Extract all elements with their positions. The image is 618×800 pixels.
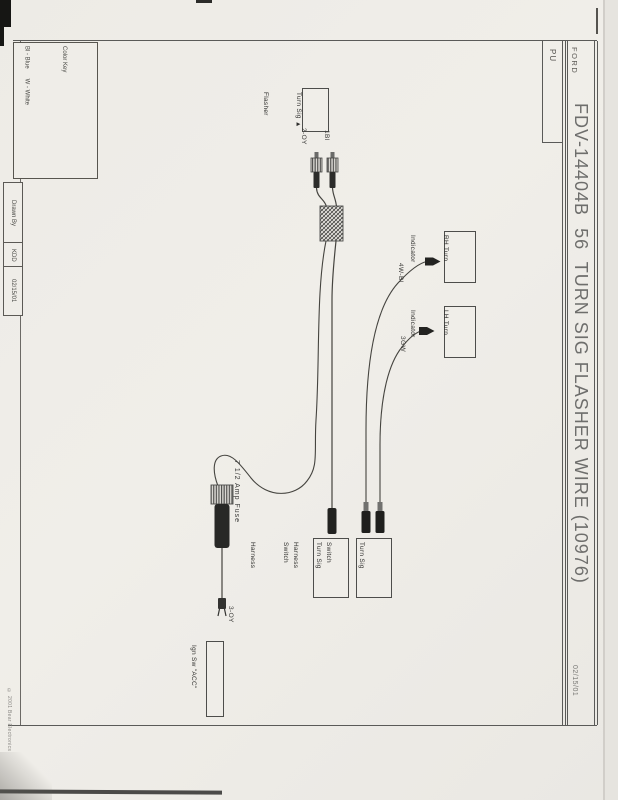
ignition-switch-acc-box: Ign Sw "ACC" [190, 641, 224, 717]
turn-sig-flasher-box: Turn Sig ► Flasher [262, 88, 329, 132]
color-key-legend: Color Key Bl - Blue W - White G - Green … [13, 42, 98, 179]
flasher-connector-right [326, 152, 339, 188]
drawn-by-date-cell: 02/15/01 [3, 266, 23, 316]
ign-switch-line: Ign Sw "ACC" [190, 645, 197, 689]
title-strip-line-1 [562, 41, 563, 725]
sheet-top-border [13, 40, 597, 41]
wire-flasher-left [315, 187, 328, 208]
sheet-right-border-inner [593, 41, 595, 725]
rh-indicator-line2: Indicator [409, 235, 416, 263]
wire-splice-to-fuse [213, 240, 327, 494]
lh-indicator-line1: LH Turn [442, 310, 449, 336]
scan-artifact-corner [0, 0, 11, 27]
flasher-connector-left [310, 152, 323, 188]
sheet-left-border [20, 41, 21, 725]
turn-sig-flasher-line2: Flasher [262, 92, 269, 116]
ignition-terminal [217, 598, 227, 617]
scan-artifact-top-tick [196, 0, 212, 3]
harness-left-line3: Harness [249, 542, 256, 569]
rh-turn-indicator-box: RH Turn Indicator [409, 231, 476, 283]
company-name: FORD [570, 47, 579, 75]
drawn-by-label-cell: Drawn By [3, 182, 23, 244]
harness-left-line1: Turn Sig [315, 542, 322, 569]
fuse-holder [210, 484, 234, 548]
drawn-by-initials-cell: KDD [3, 242, 23, 268]
indicator-branch-connector-lh [375, 502, 385, 533]
lh-indicator-line2: Indicator [409, 310, 416, 338]
title-block-date: 02/15/01 [571, 665, 578, 697]
turn-sig-flasher-line1: Turn Sig ► [295, 92, 302, 129]
wire-splice-to-harness [331, 240, 337, 509]
turn-sig-switch-harness-box-left: Turn Sig Switch Harness [249, 538, 349, 598]
paper-right-edge [603, 0, 605, 800]
harness-right-line2: Switch [325, 542, 332, 563]
tape-splice [319, 205, 344, 242]
wire-flasher-right [331, 187, 338, 208]
rh-indicator-line1: RH Turn [442, 235, 449, 262]
title-strip-line-3 [567, 41, 568, 725]
title-strip-line-2 [564, 41, 566, 725]
legend-line: Color Key [61, 46, 67, 73]
legend-line: Bl - Blue W - White [23, 46, 30, 106]
harness-right-line1: Turn Sig [358, 542, 365, 569]
harness-left-line2: Switch [282, 542, 289, 563]
wire-to-lh-indicator [379, 330, 422, 502]
scan-artifact-right-tick [596, 8, 598, 34]
vehicle-code-box: PU [542, 41, 563, 143]
wire-label-3-oy: 3-OY [227, 606, 234, 623]
turn-sig-switch-harness-box-right: Turn Sig Switch Harness [292, 538, 392, 598]
fuse-label: 7 1/2 Amp Fuse [233, 460, 240, 524]
harness-terminal-left [327, 508, 337, 534]
sheet-bottom-border [8, 725, 597, 726]
wire-to-rh-indicator [365, 260, 428, 502]
rh-indicator-terminal [425, 257, 441, 266]
vehicle-code-text: PU [548, 49, 557, 63]
lh-indicator-terminal [419, 327, 435, 335]
wire-label-4w-bl: 4W-Bl [397, 263, 404, 283]
copyright-text: © 2001 Bear Electronics [6, 688, 12, 752]
wire-label-3gw: 3GW [399, 336, 406, 353]
wire-label-1bl: 1Bl [323, 130, 330, 141]
indicator-branch-connector-rh [361, 502, 371, 533]
scan-artifact-left-edge [0, 0, 4, 46]
wire-label-2-oy: 2-OY [300, 128, 307, 145]
paper-right-margin [605, 0, 618, 800]
sheet-right-border-outer [596, 41, 598, 725]
harness-right-line3: Harness [292, 542, 299, 569]
drawing-title: FDV-14404B 56 TURN SIG FLASHER WIRE (109… [571, 103, 591, 584]
scan-artifact-bottom-left-shadow [0, 752, 52, 800]
lh-turn-indicator-box: LH Turn Indicator [409, 306, 476, 358]
